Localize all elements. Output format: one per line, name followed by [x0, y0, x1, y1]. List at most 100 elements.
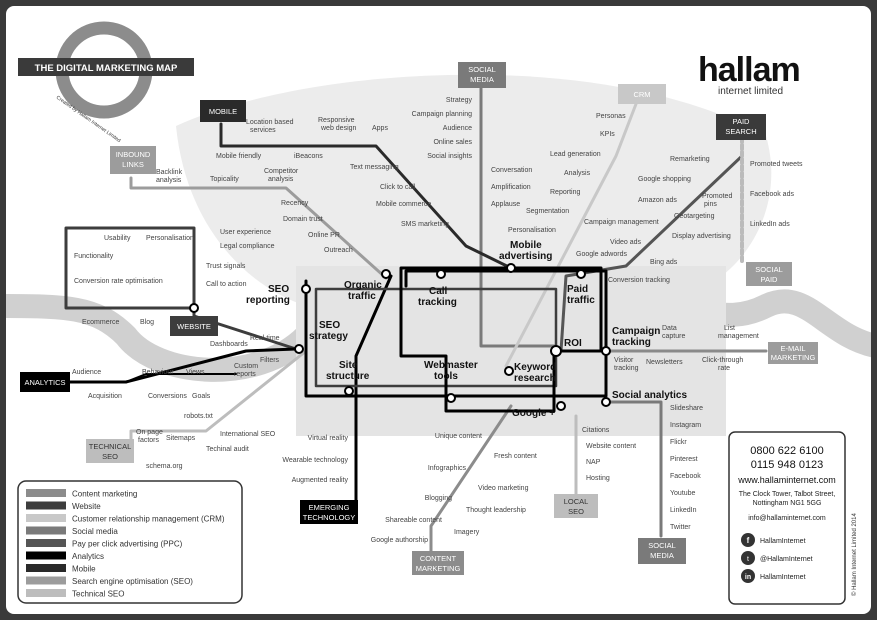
svg-text:Sitemaps: Sitemaps	[166, 435, 196, 442]
station-labels: Strategy Campaign planning Audience Onli…	[72, 97, 803, 544]
box-analytics: ANALYTICS	[20, 372, 70, 392]
svg-text:Facebook: Facebook	[670, 473, 701, 480]
interchange-paid	[576, 269, 586, 279]
svg-text:Youtube: Youtube	[670, 490, 696, 497]
svg-text:Call to action: Call to action	[206, 281, 247, 288]
svg-text:robots.txt: robots.txt	[184, 413, 213, 420]
interchange-website	[189, 303, 199, 313]
svg-text:WEBSITE: WEBSITE	[177, 322, 211, 331]
svg-text:Strategy: Strategy	[446, 97, 473, 104]
svg-text:Techinal audit: Techinal audit	[206, 446, 249, 453]
svg-text:Hosting: Hosting	[586, 475, 610, 482]
legend-label: Social media	[72, 527, 118, 536]
svg-text:Website content: Website content	[586, 443, 636, 450]
svg-text:Twitter: Twitter	[670, 524, 691, 531]
twitter-row: t@HallamInternet	[741, 551, 813, 565]
svg-text:Functionality: Functionality	[74, 253, 114, 260]
svg-text:iBeacons: iBeacons	[294, 153, 323, 160]
legend-label: Website	[72, 502, 101, 511]
svg-text:Conversion tracking: Conversion tracking	[608, 277, 670, 284]
svg-text:Personalisation: Personalisation	[146, 235, 194, 242]
svg-text:Infographics: Infographics	[428, 465, 467, 472]
svg-text:LinkedIn: LinkedIn	[670, 507, 697, 514]
svg-text:Applause: Applause	[491, 201, 520, 208]
background-blob-2	[296, 266, 726, 436]
svg-text:User experience: User experience	[220, 229, 271, 236]
svg-text:Flickr: Flickr	[670, 439, 687, 446]
phone-2: 0115 948 0123	[751, 459, 824, 471]
hub-seo-reporting-1: SEO	[268, 284, 289, 295]
map-title: THE DIGITAL MARKETING MAP	[35, 63, 178, 74]
svg-text:Instagram: Instagram	[670, 422, 701, 429]
svg-text:Legal compliance: Legal compliance	[220, 243, 275, 250]
svg-text:Conversions: Conversions	[148, 393, 187, 400]
svg-text:Goals: Goals	[192, 393, 211, 400]
legend-swatch	[26, 589, 66, 597]
box-mobile: MOBILE	[200, 100, 246, 122]
legend-label: Pay per click advertising (PPC)	[72, 540, 183, 549]
svg-text:ANALYTICS: ANALYTICS	[24, 378, 65, 387]
svg-text:Amplification: Amplification	[491, 184, 531, 191]
svg-text:Online PR: Online PR	[308, 232, 340, 239]
svg-text:KPIs: KPIs	[600, 131, 615, 138]
interchange-social-an	[601, 397, 611, 407]
svg-text:CRM: CRM	[633, 90, 650, 99]
svg-text:Campaign management: Campaign management	[584, 219, 659, 226]
svg-text:Mobile commerce: Mobile commerce	[376, 201, 431, 208]
svg-text:Segmentation: Segmentation	[526, 208, 569, 215]
title-roundel: THE DIGITAL MARKETING MAP Created by Hal…	[18, 21, 194, 144]
interchange-organic	[381, 269, 391, 279]
lines	[64, 86, 768, 553]
svg-text:Real time: Real time	[250, 335, 280, 342]
address-1: The Clock Tower, Talbot Street,	[739, 491, 836, 498]
svg-text:Video ads: Video ads	[610, 239, 642, 246]
svg-text:Personas: Personas	[596, 113, 626, 120]
svg-text:Blog: Blog	[140, 319, 154, 326]
brand-logo: hallam internet limited	[698, 51, 801, 97]
svg-text:Google shopping: Google shopping	[638, 176, 691, 183]
svg-text:Display advertising: Display advertising	[672, 233, 731, 240]
interchange-google	[556, 401, 566, 411]
legend-swatch	[26, 539, 66, 547]
interchange-seo-reporting	[301, 284, 311, 294]
legend-swatch	[26, 526, 66, 535]
svg-text:Unique content: Unique content	[435, 433, 482, 440]
svg-text:HallamInternet: HallamInternet	[760, 538, 806, 545]
svg-text:Google authorship: Google authorship	[371, 537, 428, 544]
line-social-top	[479, 86, 556, 348]
svg-text:@HallamInternet: @HallamInternet	[760, 556, 813, 563]
email: info@hallaminternet.com	[748, 515, 826, 522]
svg-text:Fresh content: Fresh content	[494, 453, 537, 460]
line-analytics-2	[125, 373, 237, 383]
svg-text:Domain trust: Domain trust	[283, 216, 323, 223]
svg-text:Dashboards: Dashboards	[210, 341, 248, 348]
map-canvas: THE DIGITAL MARKETING MAP Created by Hal…	[6, 21, 871, 605]
